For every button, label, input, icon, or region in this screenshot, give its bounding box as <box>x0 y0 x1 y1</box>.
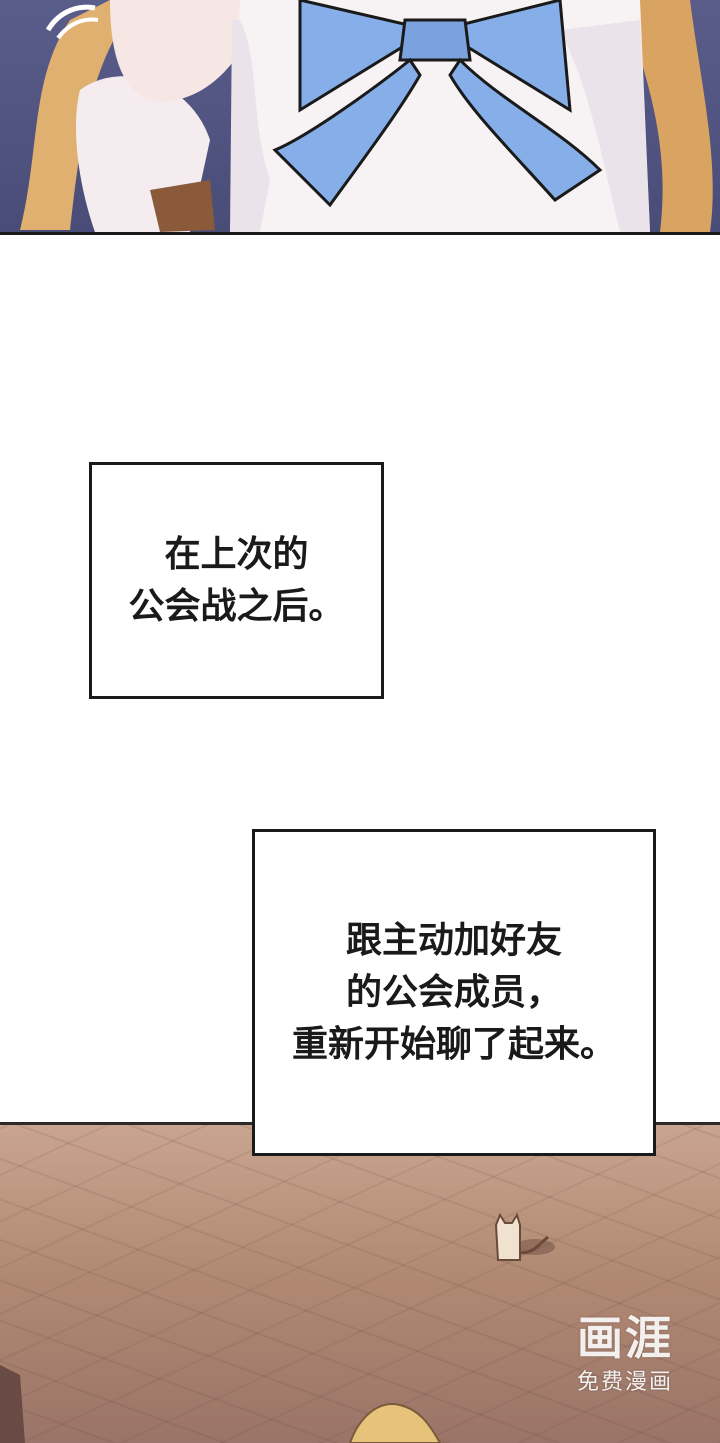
caption-text-2: 跟主动加好友 的公会成员， 重新开始聊了起来。 <box>292 915 616 1071</box>
caption-text-1: 在上次的 公会战之后。 <box>128 529 344 633</box>
ribbon-bow-illustration <box>20 0 713 232</box>
caption-line: 重新开始聊了起来。 <box>291 1023 616 1065</box>
floor-tiles <box>0 1125 720 1443</box>
caption-line: 跟主动加好友 <box>345 919 562 961</box>
caption-box-1: 在上次的 公会战之后。 <box>89 462 384 699</box>
top-comic-panel <box>0 0 720 235</box>
caption-line: 的公会成员， <box>345 971 562 1013</box>
watermark-logo: 画涯 <box>577 1311 673 1365</box>
caption-line: 公会战之后。 <box>128 585 345 627</box>
caption-line: 在上次的 <box>164 533 309 575</box>
watermark: 画涯 免费漫画 <box>560 1308 690 1398</box>
hair-illustration <box>0 1365 442 1443</box>
caption-box-2: 跟主动加好友 的公会成员， 重新开始聊了起来。 <box>252 829 656 1156</box>
cat-figure-icon <box>494 1212 555 1261</box>
bottom-comic-panel <box>0 1122 720 1443</box>
watermark-subtitle: 免费漫画 <box>576 1370 673 1395</box>
